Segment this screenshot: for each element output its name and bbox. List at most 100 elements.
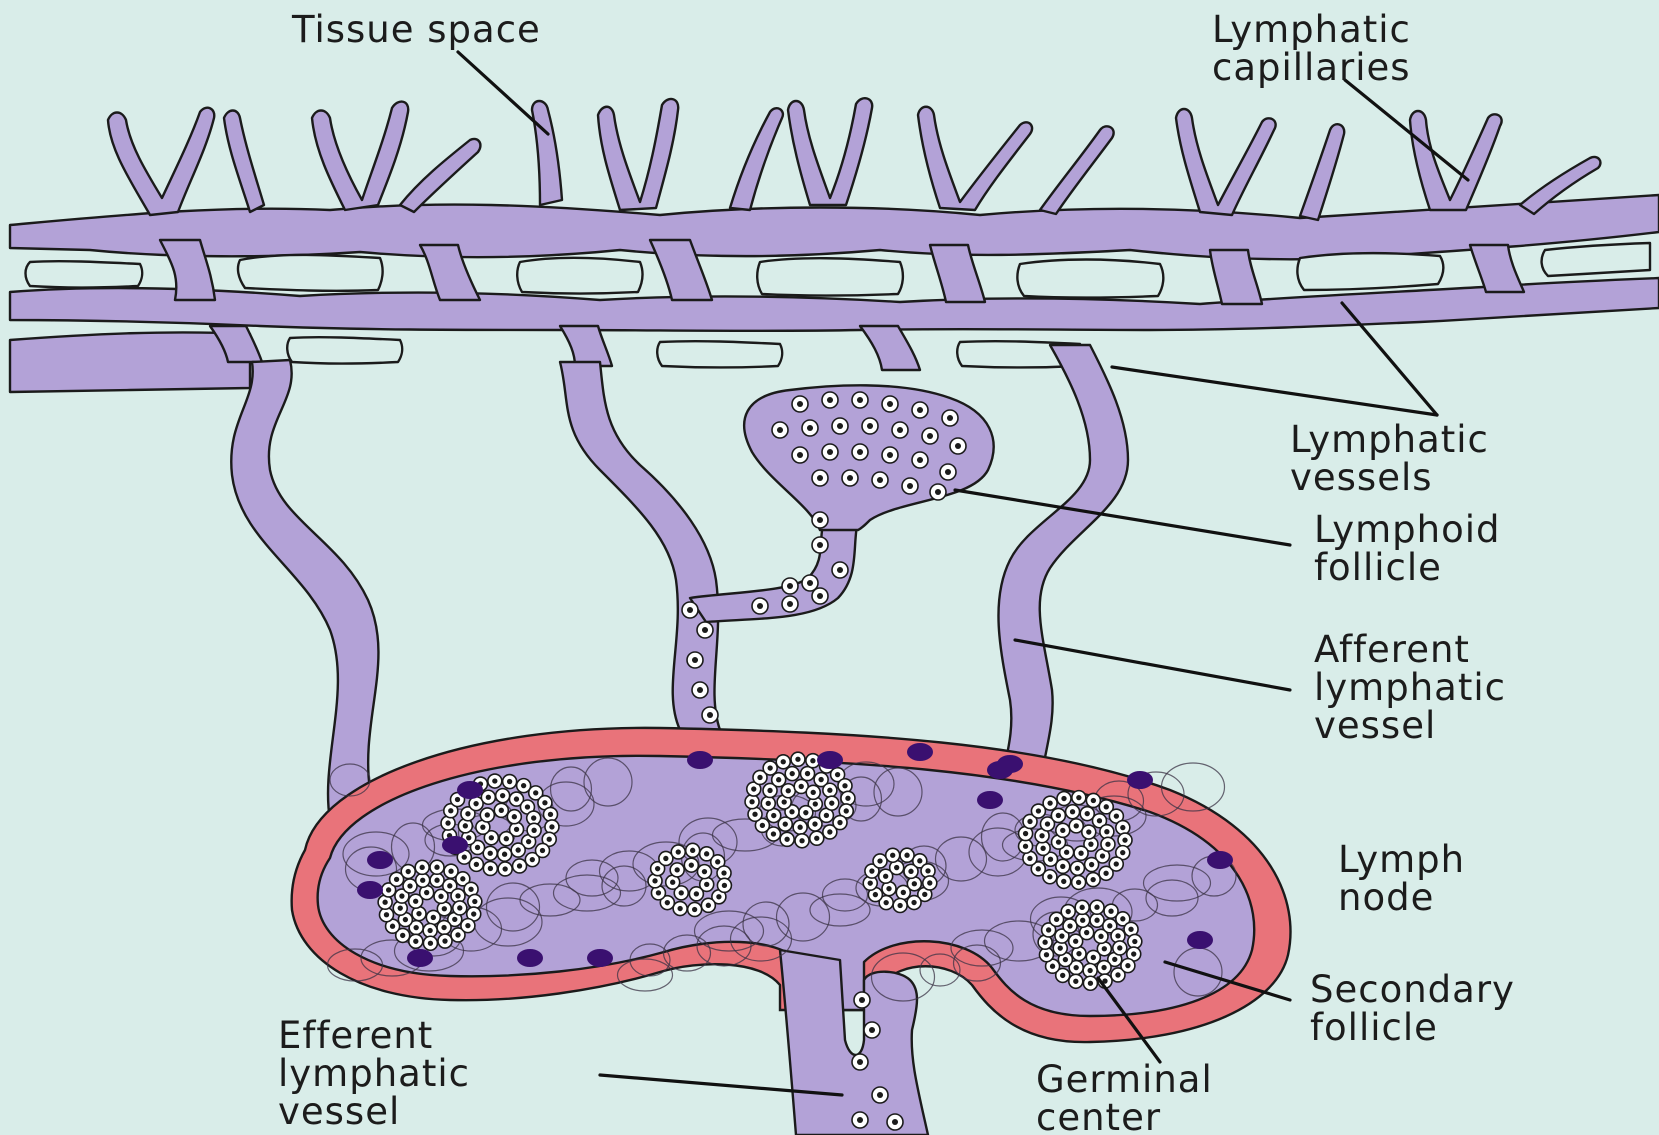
lymphocyte-nucleus bbox=[526, 839, 531, 844]
lymphocyte-nucleus bbox=[892, 1119, 898, 1125]
lymphocyte-nucleus bbox=[817, 542, 823, 548]
lymphocyte-nucleus bbox=[837, 423, 843, 429]
lymphocyte-nucleus bbox=[1056, 813, 1061, 818]
lymphocyte-nucleus bbox=[471, 911, 476, 916]
lymphocyte-nucleus bbox=[1115, 933, 1120, 938]
dark-lymphocyte bbox=[457, 781, 483, 799]
lymphocyte-nucleus bbox=[413, 939, 418, 944]
lymphocyte-nucleus bbox=[670, 880, 675, 885]
lymphocyte-nucleus bbox=[901, 890, 906, 895]
lymphocyte-nucleus bbox=[702, 869, 707, 874]
lymphocyte-nucleus bbox=[434, 878, 439, 883]
dark-lymphocyte bbox=[587, 949, 613, 967]
lymphocyte-nucleus bbox=[787, 583, 793, 589]
lymphocyte-nucleus bbox=[1061, 879, 1066, 884]
lymphocyte-nucleus bbox=[1056, 839, 1061, 844]
lymphocyte-nucleus bbox=[1132, 939, 1137, 944]
lymphocyte-nucleus bbox=[1115, 972, 1120, 977]
lymphocyte-nucleus bbox=[500, 793, 505, 798]
lymphocyte-nucleus bbox=[883, 874, 888, 879]
lymphocyte-nucleus bbox=[1073, 979, 1078, 984]
lymphocyte-nucleus bbox=[1060, 864, 1065, 869]
lymphocyte-nucleus bbox=[1050, 964, 1055, 969]
lymphocyte-nucleus bbox=[1078, 851, 1083, 856]
lymphocyte-nucleus bbox=[1094, 918, 1099, 923]
lymphocyte-nucleus bbox=[827, 449, 833, 455]
lymphocyte-nucleus bbox=[1097, 818, 1102, 823]
dark-lymphocyte bbox=[517, 949, 543, 967]
lymphocyte-nucleus bbox=[1128, 927, 1133, 932]
lymphocyte-nucleus bbox=[689, 863, 694, 868]
lymphocyte-nucleus bbox=[829, 801, 834, 806]
lymphocyte-nucleus bbox=[1058, 946, 1063, 951]
lymphocyte-nucleus bbox=[813, 801, 818, 806]
lymphocyte-nucleus bbox=[1047, 800, 1052, 805]
lymphocyte-nucleus bbox=[869, 1027, 875, 1033]
lymphocyte-nucleus bbox=[704, 851, 709, 856]
lymphocyte-nucleus bbox=[1125, 963, 1130, 968]
lymphocyte-nucleus bbox=[406, 869, 411, 874]
lymphocyte-nucleus bbox=[1120, 825, 1125, 830]
lymphocyte-nucleus bbox=[679, 890, 684, 895]
lymphocyte-nucleus bbox=[799, 838, 804, 843]
lymphocyte-nucleus bbox=[814, 836, 819, 841]
lymphocyte-nucleus bbox=[503, 866, 508, 871]
lymphocyte-nucleus bbox=[886, 886, 891, 891]
lymphocyte-nucleus bbox=[407, 883, 412, 888]
lymphocyte-nucleus bbox=[452, 917, 457, 922]
lymphocyte-nucleus bbox=[1091, 955, 1096, 960]
lymphocyte-nucleus bbox=[771, 831, 776, 836]
lymphocyte-nucleus bbox=[777, 427, 783, 433]
lymphocyte-nucleus bbox=[812, 821, 817, 826]
lymphocyte-nucleus bbox=[1067, 923, 1072, 928]
lymphocyte-nucleus bbox=[917, 407, 923, 413]
lymphocyte-nucleus bbox=[1117, 945, 1122, 950]
lymphocyte-nucleus bbox=[760, 823, 765, 828]
lymphocyte-nucleus bbox=[1084, 930, 1089, 935]
lymphocyte-nucleus bbox=[542, 800, 547, 805]
lymphocyte-nucleus bbox=[460, 876, 465, 881]
lymphocyte-nucleus bbox=[917, 858, 922, 863]
lymphocyte-nucleus bbox=[807, 425, 813, 431]
lymphocyte-nucleus bbox=[827, 397, 833, 403]
lymphocyte-nucleus bbox=[455, 797, 460, 802]
lymphocyte-nucleus bbox=[548, 812, 553, 817]
lymphocyte-nucleus bbox=[468, 887, 473, 892]
lymphocyte-nucleus bbox=[715, 859, 720, 864]
lymphocyte-nucleus bbox=[420, 878, 425, 883]
lymphocyte-nucleus bbox=[884, 900, 889, 905]
lymphocyte-nucleus bbox=[485, 812, 490, 817]
lymphocyte-nucleus bbox=[781, 759, 786, 764]
lymphocyte-nucleus bbox=[789, 809, 794, 814]
lymphocyte-nucleus bbox=[897, 903, 902, 908]
lymphocyte-nucleus bbox=[1047, 874, 1052, 879]
lymphocyte-nucleus bbox=[1066, 909, 1071, 914]
lymphocyte-nucleus bbox=[514, 796, 519, 801]
lymphocyte-nucleus bbox=[1107, 923, 1112, 928]
lymphocyte-nucleus bbox=[1061, 796, 1066, 801]
lymphocyte-nucleus bbox=[1023, 831, 1028, 836]
lymphocyte-nucleus bbox=[442, 938, 447, 943]
lymphocyte-nucleus bbox=[547, 837, 552, 842]
lymphocyte-nucleus bbox=[751, 786, 756, 791]
lymphocyte-nucleus bbox=[817, 475, 823, 481]
lymphocyte-nucleus bbox=[805, 771, 810, 776]
lymphocyte-nucleus bbox=[1085, 811, 1090, 816]
lymphocyte-nucleus bbox=[797, 452, 803, 458]
lymphocyte-nucleus bbox=[384, 912, 389, 917]
lymphocyte-nucleus bbox=[803, 810, 808, 815]
lymphocyte-nucleus bbox=[414, 925, 419, 930]
lymphocyte-nucleus bbox=[413, 899, 418, 904]
lymphocyte-nucleus bbox=[434, 865, 439, 870]
dark-lymphocyte bbox=[367, 851, 393, 869]
lymphocyte-nucleus bbox=[877, 858, 882, 863]
lymphocyte-nucleus bbox=[677, 906, 682, 911]
lymphocyte-nucleus bbox=[692, 907, 697, 912]
lymphocyte-nucleus bbox=[752, 812, 757, 817]
lymphocyte-nucleus bbox=[455, 893, 460, 898]
lymphocyte-nucleus bbox=[442, 906, 447, 911]
lymphocyte-nucleus bbox=[927, 433, 933, 439]
lymphocyte-nucleus bbox=[665, 900, 670, 905]
lymphocyte-nucleus bbox=[842, 783, 847, 788]
